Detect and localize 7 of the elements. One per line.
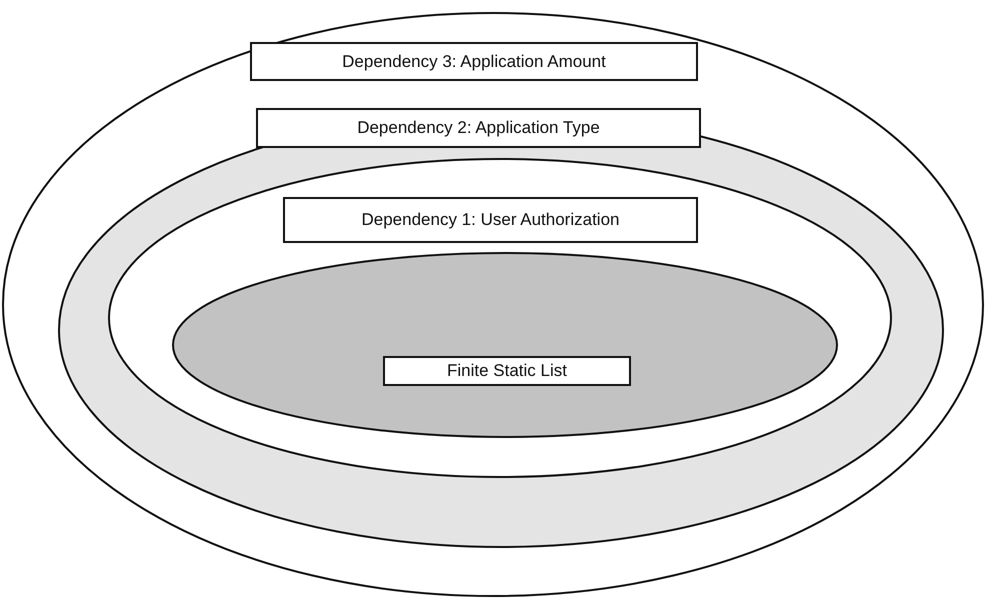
region-label: Dependency 3: Application Amount <box>250 42 698 81</box>
region-label: Dependency 2: Application Type <box>256 108 701 148</box>
ellipse-region <box>172 252 838 438</box>
ellipse-region <box>2 12 984 597</box>
region-label: Finite Static List <box>383 356 631 386</box>
ellipse-region <box>108 158 892 478</box>
region-label: Dependency 1: User Authorization <box>283 197 698 243</box>
